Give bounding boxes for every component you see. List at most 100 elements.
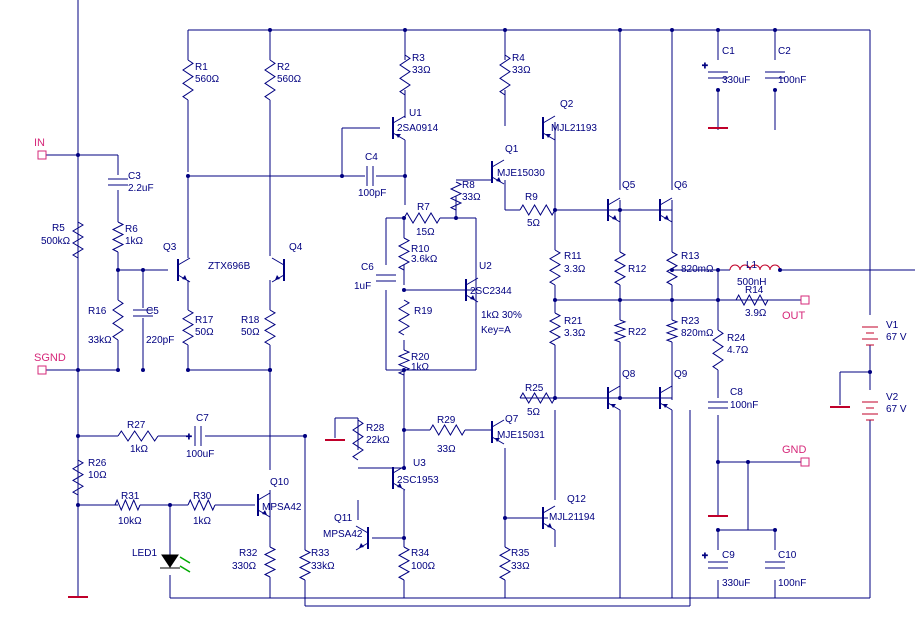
label-r20: R20 — [411, 352, 430, 363]
label-r11: R11 — [564, 251, 582, 262]
junction — [618, 28, 622, 32]
label-r28: R28 — [366, 423, 385, 434]
label-r2v: 560Ω — [277, 74, 302, 85]
junction — [716, 298, 720, 302]
junction — [116, 268, 120, 272]
label-r32: R32 — [239, 548, 258, 559]
junction — [716, 28, 720, 32]
r21-resistor — [548, 312, 562, 346]
r5-resistor — [72, 221, 84, 259]
label-led1: LED1 — [132, 548, 157, 559]
label-r27: R27 — [127, 420, 146, 431]
label-r21v: 3.3Ω — [564, 328, 586, 339]
label-u3: U3 — [413, 458, 426, 469]
label-q1: Q1 — [505, 144, 519, 155]
label-r9: R9 — [525, 192, 538, 203]
junction — [168, 503, 172, 507]
label-r2: R2 — [277, 62, 290, 73]
junction — [454, 216, 458, 220]
label-u1v: 2SA0914 — [397, 123, 439, 134]
label-q2: Q2 — [560, 99, 574, 110]
junction — [503, 28, 507, 32]
junction — [402, 288, 406, 292]
r25-resistor — [519, 392, 556, 404]
q3-transistor — [177, 257, 191, 283]
junction — [403, 28, 407, 32]
label-r33v: 33kΩ — [311, 561, 335, 572]
pin-gnd-box — [800, 457, 810, 467]
label-r31v: 10kΩ — [118, 516, 142, 527]
r10-resistor — [397, 237, 411, 271]
junction — [773, 528, 777, 532]
junction — [670, 28, 674, 32]
label-r34: R34 — [411, 548, 430, 559]
label-c6v: 1uF — [354, 281, 371, 292]
label-c3: C3 — [128, 171, 141, 182]
q9-transistor — [659, 385, 673, 411]
junction — [716, 88, 720, 92]
label-r11v: 3.3Ω — [564, 264, 586, 275]
r4-resistor — [499, 54, 511, 96]
label-q7v: MJE15031 — [497, 430, 545, 441]
label-r8: R8 — [462, 180, 475, 191]
label-r26v: 10Ω — [88, 470, 107, 481]
r35-resistor — [498, 546, 512, 581]
label-v2: V2 — [886, 392, 899, 403]
r7-resistor — [403, 212, 441, 224]
junction — [76, 153, 80, 157]
pin-out-label: OUT — [782, 310, 806, 322]
junction — [116, 368, 120, 372]
wires — [46, 0, 915, 607]
label-c1: C1 — [722, 46, 735, 57]
label-r31: R31 — [121, 491, 140, 502]
label-r13v: 820mΩ — [681, 264, 714, 275]
label-c5v: 220pF — [146, 335, 174, 346]
junction — [553, 298, 557, 302]
label-c9: C9 — [722, 550, 735, 561]
label-q10: Q10 — [270, 477, 289, 488]
junction — [716, 268, 720, 272]
q12-transistor — [542, 505, 556, 531]
label-q12v: MJL21194 — [549, 512, 595, 523]
junction — [303, 434, 307, 438]
label-q2v: MJL21193 — [551, 123, 597, 134]
junction — [76, 434, 80, 438]
label-r22: R22 — [628, 327, 647, 338]
label-r33: R33 — [311, 548, 330, 559]
label-r32v: 330Ω — [232, 561, 257, 572]
label-r24v: 4.7Ω — [727, 345, 749, 356]
label-r17v: 50Ω — [195, 327, 214, 338]
q5-transistor — [607, 197, 621, 223]
label-r26: R26 — [88, 458, 107, 469]
label-r18: R18 — [241, 315, 260, 326]
label-v1v: 67 V — [886, 332, 907, 343]
label-r13: R13 — [681, 251, 700, 262]
r17-resistor — [182, 309, 194, 346]
label-r35v: 33Ω — [511, 561, 530, 572]
junction — [403, 174, 407, 178]
label-c9v: 330uF — [722, 578, 750, 589]
label-pot: 1kΩ 30% — [481, 310, 522, 321]
label-r3: R3 — [412, 53, 425, 64]
r33-resistor — [298, 549, 312, 581]
c5-capacitor — [133, 309, 153, 317]
label-u2v: 2SC2344 — [470, 286, 512, 297]
junction — [340, 174, 344, 178]
r26-resistor — [72, 459, 84, 496]
pin-in-label: IN — [34, 137, 45, 149]
c1-capacitor: + — [702, 61, 728, 79]
junction — [553, 208, 557, 212]
label-r16: R16 — [88, 306, 107, 317]
junction — [76, 503, 80, 507]
label-c8v: 100nF — [730, 400, 758, 411]
label-c6: C6 — [361, 262, 374, 273]
pin-gnd-label: GND — [782, 444, 807, 456]
label-c10v: 100nF — [778, 578, 806, 589]
label-c2v: 100nF — [778, 75, 806, 86]
label-l1v: 500nH — [737, 277, 766, 288]
r9-resistor — [519, 204, 556, 216]
q4-transistor — [271, 257, 285, 283]
junction — [670, 298, 674, 302]
label-q7: Q7 — [505, 414, 519, 425]
label-r10v: 3.6kΩ — [411, 254, 438, 265]
